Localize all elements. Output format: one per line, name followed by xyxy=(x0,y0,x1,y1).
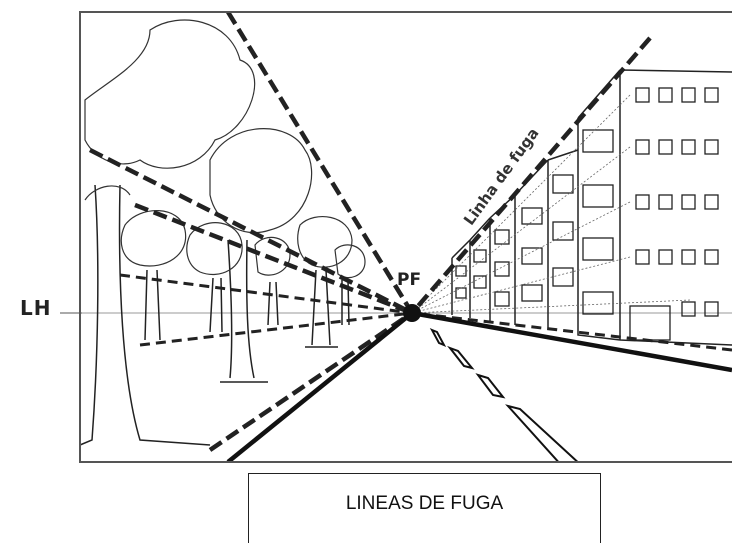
drawing-frame xyxy=(79,11,732,463)
caption-text: LINEAS DE FUGA xyxy=(345,493,504,514)
buildings xyxy=(451,69,732,346)
window-guide-lines xyxy=(411,94,691,314)
vanishing-point-label: PF xyxy=(397,270,422,290)
building-windows xyxy=(455,87,719,341)
vanishing-point-dot xyxy=(403,304,421,322)
horizon-line-label: LH xyxy=(20,296,52,320)
tree-trunks xyxy=(80,184,350,446)
road-edges xyxy=(226,310,732,462)
tree-canopies xyxy=(84,19,366,279)
vanishing-lines xyxy=(88,12,652,452)
road-center-dashes xyxy=(429,328,580,462)
caption-box: LINEAS DE FUGA xyxy=(248,473,601,543)
secondary-vanishing-lines xyxy=(119,273,732,352)
